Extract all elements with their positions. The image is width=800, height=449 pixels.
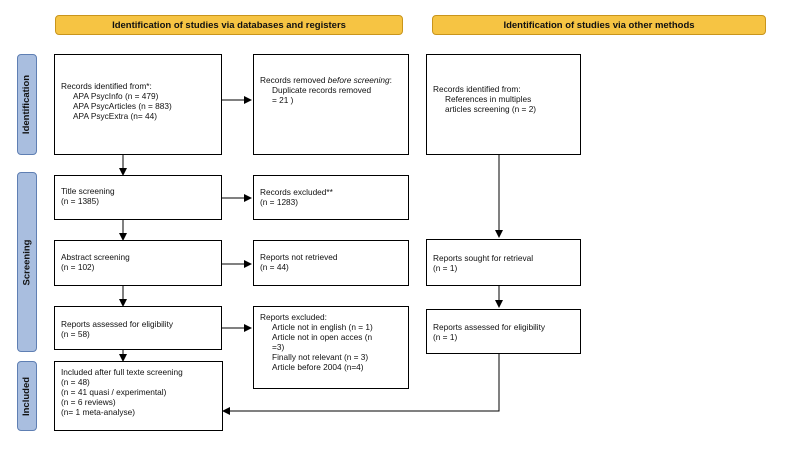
records-removed-title-italic: before screening <box>327 75 390 85</box>
header-other-methods: Identification of studies via other meth… <box>432 15 766 35</box>
reports-excluded-title: Reports excluded: <box>260 312 327 322</box>
abstract-screening-box: Abstract screening (n = 102) <box>54 240 222 286</box>
included-line-1: (n = 48) <box>61 377 90 387</box>
not-retrieved-count: (n = 44) <box>260 262 289 272</box>
reports-excluded-line-5: Article before 2004 (n=4) <box>272 362 364 372</box>
arrow-other-to-included <box>222 354 500 415</box>
other-records-line-1: References in multiples <box>445 94 532 104</box>
included-box: Included after full texte screening (n =… <box>54 361 223 431</box>
other-sought-title: Reports sought for retrieval <box>433 253 534 263</box>
abstract-screening-count: (n = 102) <box>61 262 95 272</box>
records-removed-line-1: Duplicate records removed <box>272 85 372 95</box>
records-removed-title-b: : <box>389 75 392 85</box>
records-excluded-count: (n = 1283) <box>260 197 299 207</box>
assessed-eligibility-box: Reports assessed for eligibility (n = 58… <box>54 306 222 350</box>
header-databases: Identification of studies via databases … <box>55 15 403 35</box>
included-title: Included after full texte screening <box>61 367 183 377</box>
phase-screening: Screening <box>17 172 37 352</box>
reports-excluded-line-1: Article not in english (n = 1) <box>272 322 373 332</box>
other-records-line-2: articles screening (n = 2) <box>445 104 537 114</box>
included-line-4: (n= 1 meta-analyse) <box>61 407 136 417</box>
records-identified-line-3: APA PsycExtra (n= 44) <box>73 111 158 121</box>
other-records-title: Records identified from: <box>433 84 521 94</box>
reports-excluded-line-4: Finally not relevant (n = 3) <box>272 352 369 362</box>
records-identified-title: Records identified from*: <box>61 81 152 91</box>
records-removed-title: Records removed before screening: <box>260 75 402 85</box>
title-screening-count: (n = 1385) <box>61 196 100 206</box>
records-identified-box: Records identified from*: APA PsycInfo (… <box>54 54 222 155</box>
records-identified-line-2: APA PsycArticles (n = 883) <box>73 101 172 111</box>
reports-excluded-line-3: =3) <box>272 342 285 352</box>
reports-excluded-box: Reports excluded: Article not in english… <box>253 306 409 389</box>
other-records-box: Records identified from: References in m… <box>426 54 581 155</box>
other-sought-count: (n = 1) <box>433 263 458 273</box>
records-removed-line-2: = 21 ) <box>272 95 294 105</box>
included-line-2: (n = 41 quasi / experimental) <box>61 387 167 397</box>
records-excluded-title: Records excluded** <box>260 187 333 197</box>
records-removed-title-a: Records removed <box>260 75 328 85</box>
other-assessed-box: Reports assessed for eligibility (n = 1) <box>426 309 581 354</box>
reports-excluded-line-2: Article not in open acces (n <box>272 332 373 342</box>
not-retrieved-box: Reports not retrieved (n = 44) <box>253 240 409 286</box>
title-screening-box: Title screening (n = 1385) <box>54 175 222 220</box>
phase-included: Included <box>17 361 37 431</box>
other-sought-box: Reports sought for retrieval (n = 1) <box>426 239 581 286</box>
records-identified-line-1: APA PsycInfo (n = 479) <box>73 91 159 101</box>
records-removed-box: Records removed before screening: Duplic… <box>253 54 409 155</box>
assessed-eligibility-title: Reports assessed for eligibility <box>61 319 174 329</box>
records-excluded-box: Records excluded** (n = 1283) <box>253 175 409 220</box>
assessed-eligibility-count: (n = 58) <box>61 329 90 339</box>
phase-identification: Identification <box>17 54 37 155</box>
other-assessed-count: (n = 1) <box>433 332 458 342</box>
title-screening-title: Title screening <box>61 186 115 196</box>
other-assessed-title: Reports assessed for eligibility <box>433 322 546 332</box>
abstract-screening-title: Abstract screening <box>61 252 130 262</box>
not-retrieved-title: Reports not retrieved <box>260 252 338 262</box>
included-line-3: (n = 6 reviews) <box>61 397 116 407</box>
